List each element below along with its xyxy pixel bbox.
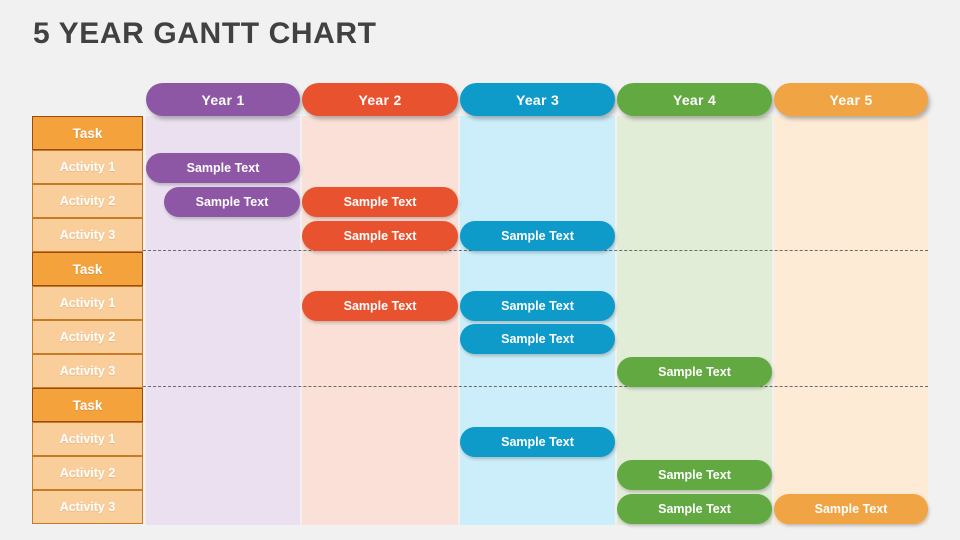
year-header-3[interactable]: Year 3	[460, 83, 615, 116]
year-header-1[interactable]: Year 1	[146, 83, 300, 116]
row-label-activity-3[interactable]: Activity 2	[32, 184, 143, 218]
group-separator-2	[143, 386, 928, 387]
gantt-bar[interactable]: Sample Text	[617, 460, 772, 490]
gantt-bar[interactable]: Sample Text	[460, 324, 615, 354]
row-label-task-1[interactable]: Task	[32, 116, 143, 150]
row-label-activity-4[interactable]: Activity 3	[32, 218, 143, 252]
gantt-bar[interactable]: Sample Text	[460, 427, 615, 457]
row-label-task-5[interactable]: Task	[32, 252, 143, 286]
row-label-task-9[interactable]: Task	[32, 388, 143, 422]
row-label-activity-8[interactable]: Activity 3	[32, 354, 143, 388]
year-header-5[interactable]: Year 5	[774, 83, 928, 116]
row-label-activity-6[interactable]: Activity 1	[32, 286, 143, 320]
year-column-bg-4	[617, 116, 772, 525]
gantt-bar[interactable]: Sample Text	[164, 187, 300, 217]
row-label-activity-11[interactable]: Activity 2	[32, 456, 143, 490]
row-label-activity-2[interactable]: Activity 1	[32, 150, 143, 184]
gantt-bar[interactable]: Sample Text	[302, 291, 458, 321]
year-header-2[interactable]: Year 2	[302, 83, 458, 116]
row-label-activity-10[interactable]: Activity 1	[32, 422, 143, 456]
gantt-bar[interactable]: Sample Text	[617, 494, 772, 524]
gantt-bar[interactable]: Sample Text	[146, 153, 300, 183]
year-header-4[interactable]: Year 4	[617, 83, 772, 116]
row-label-activity-12[interactable]: Activity 3	[32, 490, 143, 524]
gantt-bar[interactable]: Sample Text	[302, 221, 458, 251]
gantt-bar[interactable]: Sample Text	[460, 221, 615, 251]
gantt-bar[interactable]: Sample Text	[774, 494, 928, 524]
year-column-bg-5	[774, 116, 928, 525]
gantt-bar[interactable]: Sample Text	[460, 291, 615, 321]
page-title: 5 YEAR GANTT CHART	[33, 17, 377, 50]
gantt-bar[interactable]: Sample Text	[617, 357, 772, 387]
row-label-activity-7[interactable]: Activity 2	[32, 320, 143, 354]
gantt-bar[interactable]: Sample Text	[302, 187, 458, 217]
year-column-bg-1	[146, 116, 300, 525]
